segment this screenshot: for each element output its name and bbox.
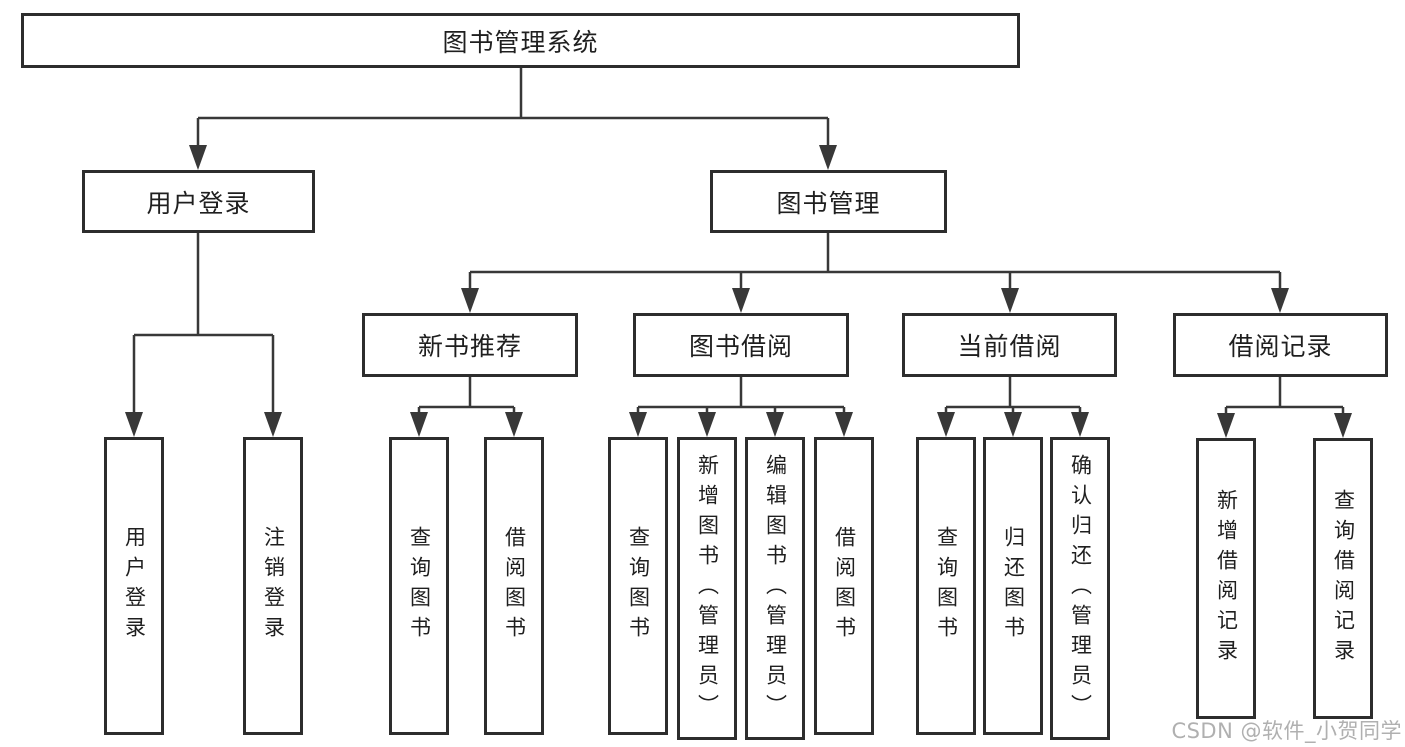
- arrow-down-icon: [264, 412, 282, 437]
- node-new-book-recommend-label: 新书推荐: [417, 332, 522, 361]
- leaf-borrow-book-recommend-label: 借阅图书: [502, 526, 527, 646]
- connector-book-borrow-to-leaves: [636, 377, 846, 415]
- node-book-borrow: 图书借阅: [633, 313, 849, 377]
- leaf-query-book-recommend-label: 查询图书: [407, 526, 432, 646]
- node-library-management-system: 图书管理系统: [21, 13, 1020, 68]
- connector-lines: [132, 68, 1345, 416]
- arrowheads: [125, 145, 1352, 438]
- arrow-down-icon: [835, 412, 853, 437]
- leaf-add-borrow-record: 新增借阅记录: [1196, 438, 1256, 719]
- leaf-add-book-admin-label: 新增图书（管理员）: [695, 453, 720, 724]
- connector-book-management-to-level3: [468, 233, 1282, 291]
- leaf-return-book-label: 归还图书: [1001, 526, 1026, 646]
- watermark-text: CSDN @软件_小贺同学: [1171, 719, 1402, 743]
- node-new-book-recommend: 新书推荐: [362, 313, 578, 377]
- arrow-down-icon: [698, 412, 716, 437]
- leaf-query-book-recommend: 查询图书: [389, 437, 449, 735]
- connector-borrow-record-to-leaves: [1224, 377, 1345, 416]
- leaf-add-borrow-record-label: 新增借阅记录: [1214, 488, 1239, 669]
- arrow-down-icon: [1271, 288, 1289, 313]
- arrow-down-icon: [937, 412, 955, 437]
- connector-user-login-to-leaves: [132, 233, 275, 415]
- connector-root-to-level2: [196, 68, 830, 148]
- leaf-borrow-book: 借阅图书: [814, 437, 874, 735]
- leaf-confirm-return-admin: 确认归还（管理员）: [1050, 437, 1110, 740]
- arrow-down-icon: [505, 412, 523, 437]
- leaf-query-book-borrow: 查询图书: [608, 437, 668, 735]
- arrow-down-icon: [766, 412, 784, 437]
- leaf-logout-label: 注销登录: [261, 526, 286, 646]
- node-current-borrow-label: 当前借阅: [957, 332, 1062, 361]
- leaf-return-book: 归还图书: [983, 437, 1043, 735]
- leaf-borrow-book-recommend: 借阅图书: [484, 437, 544, 735]
- arrow-down-icon: [732, 288, 750, 313]
- arrow-down-icon: [1001, 288, 1019, 313]
- arrow-down-icon: [410, 412, 428, 437]
- leaf-logout: 注销登录: [243, 437, 303, 735]
- node-book-management-label: 图书管理: [776, 188, 881, 218]
- leaf-query-borrow-record-label: 查询借阅记录: [1331, 488, 1356, 669]
- arrow-down-icon: [1334, 413, 1352, 438]
- arrow-down-icon: [1004, 412, 1022, 437]
- node-borrow-record-label: 借阅记录: [1228, 332, 1333, 361]
- arrow-down-icon: [189, 145, 207, 170]
- leaf-edit-book-admin-label: 编辑图书（管理员）: [763, 453, 788, 724]
- node-book-management: 图书管理: [710, 170, 947, 233]
- leaf-query-borrow-record: 查询借阅记录: [1313, 438, 1373, 719]
- arrow-down-icon: [125, 412, 143, 437]
- arrow-down-icon: [819, 145, 837, 170]
- leaf-query-book-current-label: 查询图书: [934, 526, 959, 646]
- connector-new-book-to-leaves: [417, 377, 516, 415]
- connector-current-borrow-to-leaves: [944, 377, 1082, 415]
- node-borrow-record: 借阅记录: [1173, 313, 1388, 377]
- leaf-confirm-return-admin-label: 确认归还（管理员）: [1068, 453, 1093, 724]
- node-user-login: 用户登录: [82, 170, 315, 233]
- leaf-add-book-admin: 新增图书（管理员）: [677, 437, 737, 740]
- leaf-borrow-book-label: 借阅图书: [832, 526, 857, 646]
- node-library-management-system-label: 图书管理系统: [442, 27, 599, 57]
- arrow-down-icon: [629, 412, 647, 437]
- leaf-edit-book-admin: 编辑图书（管理员）: [745, 437, 805, 740]
- arrow-down-icon: [1217, 413, 1235, 438]
- arrow-down-icon: [461, 288, 479, 313]
- leaf-user-login: 用户登录: [104, 437, 164, 735]
- leaf-query-book-current: 查询图书: [916, 437, 976, 735]
- node-current-borrow: 当前借阅: [902, 313, 1117, 377]
- leaf-user-login-label: 用户登录: [122, 526, 147, 646]
- node-user-login-label: 用户登录: [146, 188, 251, 218]
- arrow-down-icon: [1071, 412, 1089, 437]
- node-book-borrow-label: 图书借阅: [688, 332, 793, 361]
- leaf-query-book-borrow-label: 查询图书: [626, 526, 651, 646]
